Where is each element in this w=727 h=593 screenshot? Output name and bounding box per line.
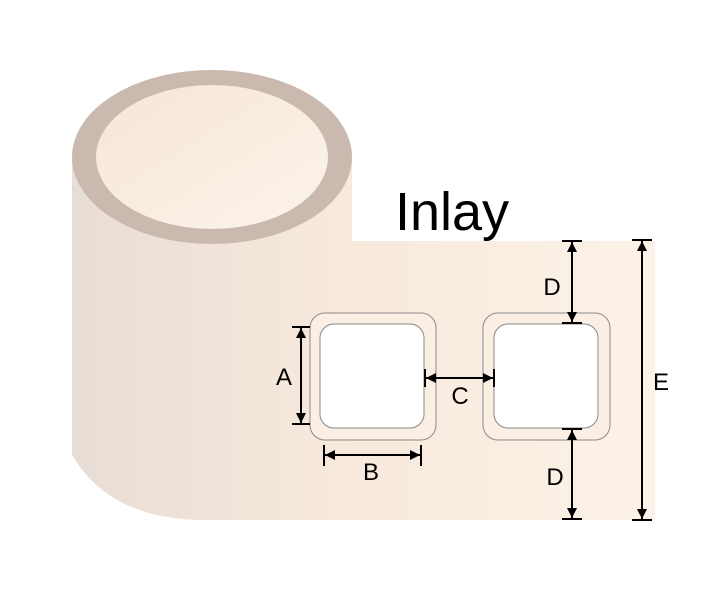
- label-a: A: [276, 364, 292, 391]
- label-e: E: [653, 369, 669, 396]
- dimension-e-arrow: [632, 239, 652, 521]
- inlay-1: [309, 312, 437, 441]
- dimension-b-arrow: [323, 445, 422, 466]
- dimension-a-arrow: [292, 326, 310, 425]
- label-b: B: [363, 459, 379, 486]
- title: Inlay: [395, 182, 509, 242]
- dimension-d-top-arrow: [562, 240, 582, 324]
- label-d-bottom: D: [546, 464, 563, 491]
- dimension-c-arrow: [424, 369, 495, 387]
- label-c: C: [451, 383, 468, 410]
- dimension-d-bottom-arrow: [562, 428, 582, 520]
- roll-core: [96, 85, 328, 229]
- label-d-top: D: [543, 274, 560, 301]
- inlay-2: [482, 312, 611, 441]
